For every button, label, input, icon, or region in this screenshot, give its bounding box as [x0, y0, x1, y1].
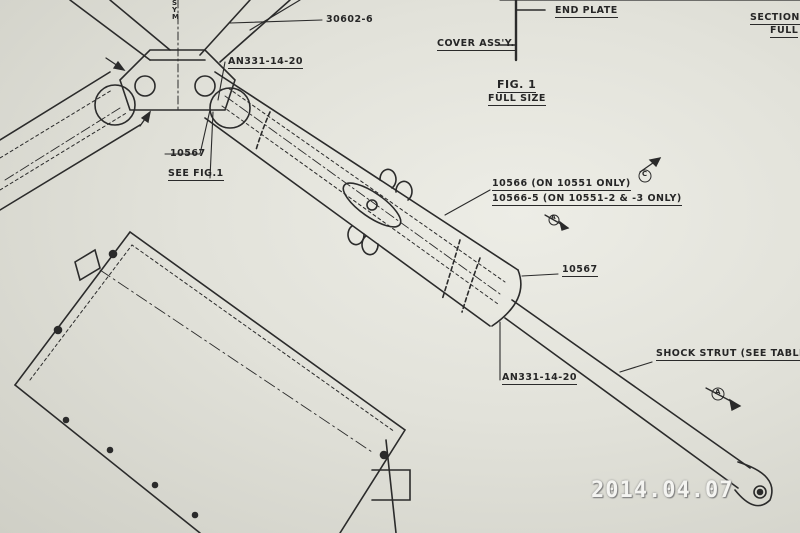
part-10566-5-label: 10566-5 (ON 10551-2 & -3 ONLY) [492, 193, 682, 206]
callout-a-right: A [715, 388, 721, 396]
cover-assy-label: COVER ASS'Y. [437, 38, 515, 51]
main-tube [204, 71, 522, 327]
see-fig-label: SEE FIG.1 [168, 168, 224, 181]
part-30602-label: 30602-6 [326, 14, 374, 25]
leader-lines [164, 19, 653, 381]
part-10566-label: 10566 (ON 10551 ONLY) [492, 178, 631, 191]
an331-top-label: AN331-14-20 [228, 56, 303, 69]
end-plate-label: END PLATE [555, 5, 618, 18]
shock-strut-rod [504, 299, 773, 507]
symmetry-label: SYM [172, 0, 180, 21]
callout-c: C [642, 170, 648, 178]
end-plate-detail [499, 0, 800, 62]
section-label: SECTION [750, 12, 800, 25]
callout-a-left: A [551, 214, 557, 221]
figure-title: FIG. 1 [497, 78, 537, 93]
joint-block [94, 49, 251, 129]
an331-bottom-label: AN331-14-20 [502, 372, 577, 385]
part-10567-right-label: 10567 [562, 264, 598, 277]
section-arrows [105, 57, 742, 411]
section-full-label: FULL [770, 25, 799, 38]
part-10567-left-label: 10567 [170, 148, 206, 159]
shock-strut-label: SHOCK STRUT (SEE TABLE) [656, 348, 800, 361]
upper-strut-arm [69, 0, 301, 111]
camera-date-stamp: 2014.04.07 [591, 478, 734, 503]
left-tube [0, 71, 141, 211]
figure-subtitle: FULL SIZE [488, 93, 546, 106]
lower-housing [14, 230, 411, 533]
